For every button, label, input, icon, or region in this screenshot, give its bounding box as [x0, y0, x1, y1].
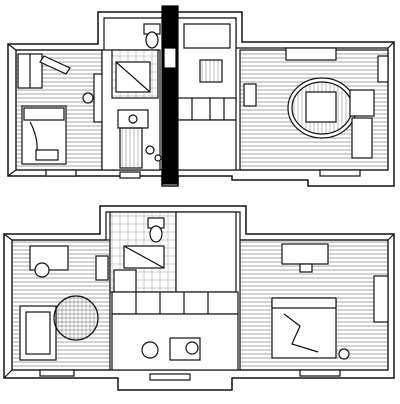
shelf-icon [17, 53, 71, 89]
wall-cabinet [377, 55, 389, 83]
lower-open-hall-floor [175, 211, 237, 293]
sink-icon [117, 109, 149, 129]
kitchen-counter [111, 291, 239, 315]
storage-cabinet [119, 127, 143, 169]
dining-table-icon [141, 337, 201, 361]
tv-console [285, 47, 337, 61]
round-rug-icon [53, 295, 99, 341]
upper-windows [45, 169, 361, 179]
wardrobe [373, 275, 389, 323]
upper-plan [7, 5, 395, 187]
lower-plan [3, 205, 395, 391]
toilet-icon [143, 23, 161, 49]
bed-icon [271, 297, 337, 359]
plant-icon [338, 348, 350, 360]
desk-icon [281, 243, 329, 273]
round-rug-icon [287, 77, 357, 139]
upper-structural-wall [161, 5, 179, 185]
kitchen-counter [177, 97, 237, 121]
side-shelf [95, 255, 109, 281]
stool-icon [145, 145, 162, 162]
toilet-icon [147, 217, 165, 243]
bed-icon [21, 105, 67, 165]
armchair-icon [349, 89, 375, 159]
lower-windows [39, 369, 341, 381]
sofa-icon [19, 305, 57, 361]
